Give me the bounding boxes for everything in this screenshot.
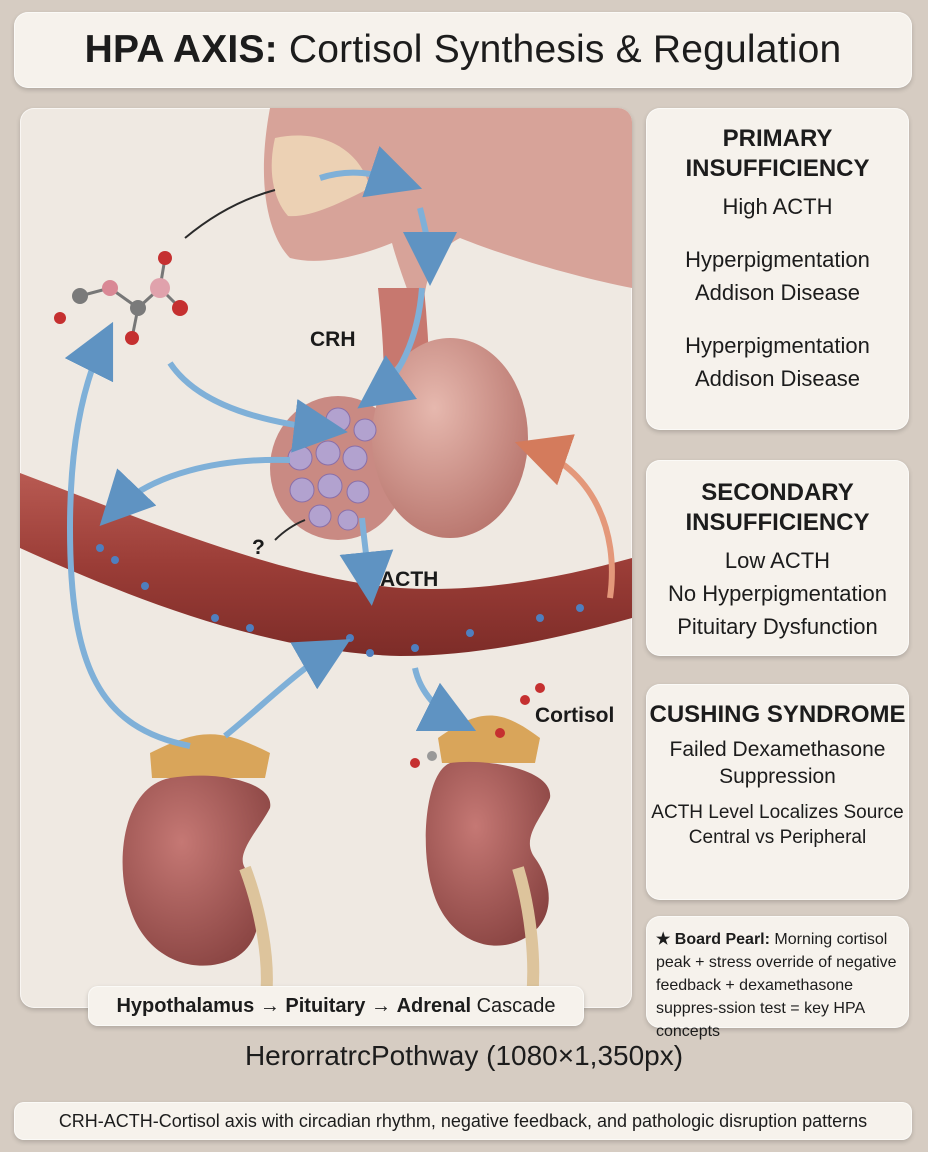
primary-group-1: Hyperpigmentation Addison Disease — [646, 243, 909, 309]
arrow-right-icon: → — [254, 994, 286, 1017]
cortisol-molecule-model — [54, 251, 188, 345]
circulating-molecules — [96, 544, 584, 657]
cushing-line: Central vs Peripheral — [688, 827, 867, 848]
crh-label: CRH — [310, 328, 356, 351]
left-adrenal-kidney — [122, 734, 273, 999]
primary-line: High ACTH — [722, 194, 833, 219]
cascade-hypothalamus: Hypothalamus — [116, 994, 255, 1017]
title-bold: HPA AXIS: — [84, 28, 278, 71]
hypothalamus-arrow — [319, 146, 423, 198]
cortisol-label: Cortisol — [535, 704, 614, 727]
secondary-line: No Hyperpigmentation — [668, 581, 887, 606]
primary-heading: PRIMARY INSUFFICIENCY — [685, 125, 870, 182]
pointer-line-top — [184, 189, 276, 239]
anatomy-diagram: CRH ACTH Cortisol ? — [20, 108, 632, 999]
primary-group2-line: Addison Disease — [694, 366, 861, 391]
cushing-line: ACTH Level Localizes Source — [651, 802, 904, 823]
acth-label: ACTH — [380, 568, 438, 591]
cascade-suffix: Cascade — [471, 994, 556, 1017]
pearl-label: Board Pearl: — [674, 931, 770, 948]
cushing-line: Suppression — [719, 765, 836, 788]
hpa-illustration: CRH ACTH Cortisol ? — [20, 108, 632, 1008]
question-label: ? — [252, 536, 265, 559]
blood-vessel — [20, 473, 632, 656]
acth-to-adrenal-arrow — [412, 667, 477, 732]
acth-arrow — [339, 517, 394, 606]
cortisol-feedback-arrow — [514, 434, 615, 599]
crh-to-pituitary-arrow — [167, 361, 348, 453]
page-title: HPA AXIS: Cortisol Synthesis & Regulatio… — [85, 28, 842, 72]
secondary-heading: SECONDARY INSUFFICIENCY — [685, 479, 870, 536]
title-rest: Cortisol Synthesis & Regulation — [277, 28, 842, 71]
cushing-syndrome-card: CUSHING SYNDROME Failed Dexamethasone Su… — [646, 684, 909, 900]
cushing-heading: CUSHING SYNDROME — [649, 701, 906, 728]
cascade-pituitary: Pituitary — [285, 994, 366, 1017]
pearl-text: Morning cortisol peak + stress override … — [656, 931, 897, 1040]
cushing-group-a: Failed Dexamethasone Suppression — [646, 736, 909, 790]
cushing-line: Failed Dexamethasone — [669, 738, 886, 761]
acth-release-arrow — [99, 456, 291, 527]
primary-group1-line: Hyperpigmentation — [685, 247, 870, 272]
stalk-down-arrow — [357, 287, 425, 409]
right-adrenal-kidney — [425, 715, 551, 999]
cascade-adrenal: Adrenal — [396, 994, 472, 1017]
board-pearl-note: ★ Board Pearl: Morning cortisol peak + s… — [646, 916, 909, 1040]
primary-group-2: Hyperpigmentation Addison Disease — [646, 329, 909, 395]
hypothalamus-tissue — [263, 108, 632, 338]
star-icon: ★ — [656, 931, 671, 948]
footer-caption: CRH-ACTH-Cortisol axis with circadian rh… — [14, 1102, 912, 1140]
cushing-group-b: ACTH Level Localizes Source Central vs P… — [646, 800, 909, 850]
cascade-caption: Hypothalamus → Pituitary → Adrenal Casca… — [88, 986, 584, 1026]
secondary-line: Low ACTH — [724, 548, 831, 573]
arrow-right-icon: → — [365, 994, 397, 1017]
pathway-caption: HerorratrcPothway (1080×1,350px) — [244, 1040, 684, 1071]
title-banner: HPA AXIS: Cortisol Synthesis & Regulatio… — [14, 12, 912, 88]
negative-feedback-arrow — [64, 321, 191, 749]
adrenal-up-arrow — [223, 639, 351, 739]
secondary-line: Pituitary Dysfunction — [677, 614, 878, 639]
crh-portal-arrow — [402, 207, 457, 286]
secreted-cortisol-molecules — [410, 683, 545, 768]
pointer-line-question — [274, 519, 306, 541]
secondary-insufficiency-card: SECONDARY INSUFFICIENCY Low ACTH No Hype… — [646, 460, 909, 656]
primary-group2-line: Hyperpigmentation — [685, 333, 870, 358]
primary-insufficiency-card: PRIMARY INSUFFICIENCY High ACTH Hyperpig… — [646, 108, 909, 430]
primary-group1-line: Addison Disease — [694, 280, 861, 305]
